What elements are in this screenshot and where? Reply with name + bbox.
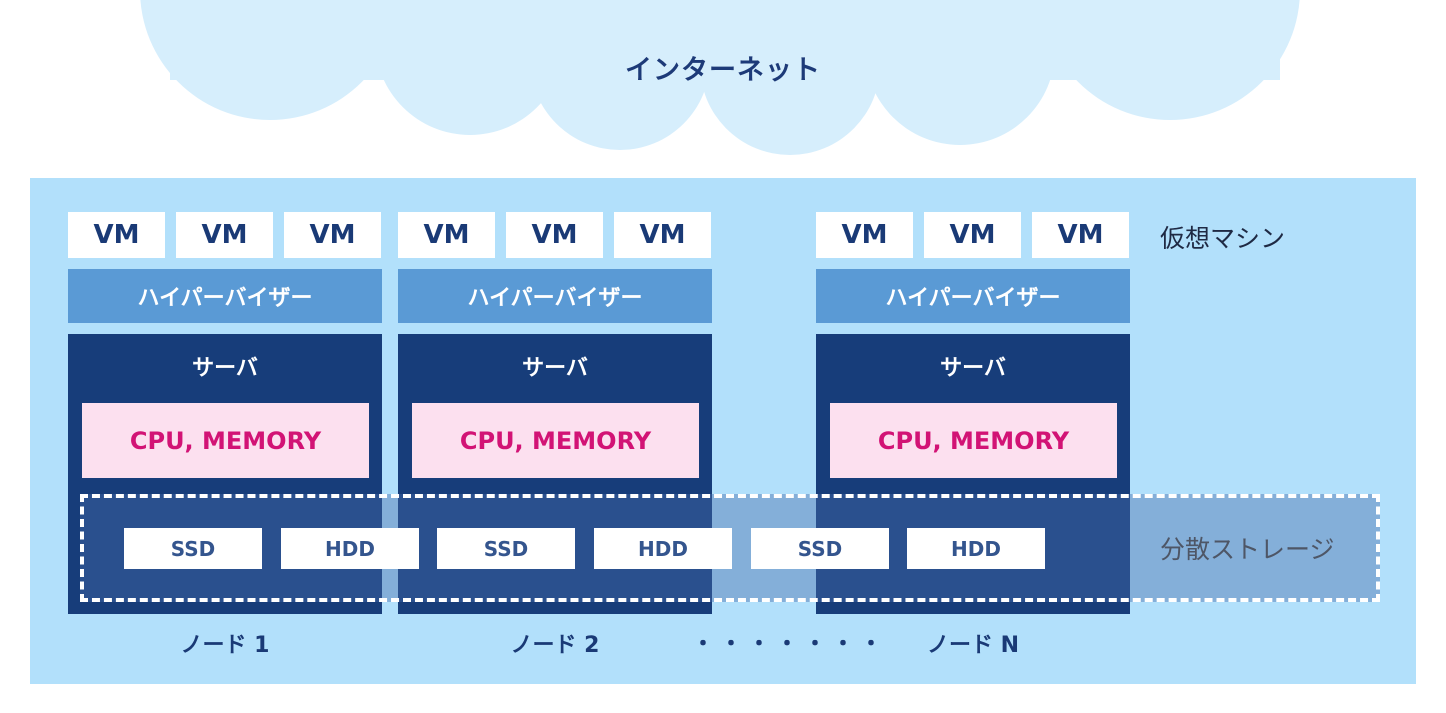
cpu-memory-box: CPU, MEMORY [412,403,699,478]
vm-box: VM [614,212,711,258]
distributed-storage-label: 分散ストレージ [1160,535,1335,564]
cpu-memory-box: CPU, MEMORY [830,403,1117,478]
hdd-disk: HDD [281,528,419,569]
vm-box: VM [816,212,913,258]
server-label: サーバ [192,356,258,381]
hdd-disk: HDD [907,528,1045,569]
vm-box: VM [1032,212,1129,258]
vm-box: VM [506,212,603,258]
node-label: ノード 1 [180,633,270,658]
internet-label: インターネット [625,55,821,86]
server-label: サーバ [522,356,588,381]
vm-box: VM [284,212,381,258]
ssd-disk: SSD [124,528,262,569]
ssd-disk: SSD [751,528,889,569]
vm-box: VM [68,212,165,258]
vm-box: VM [924,212,1021,258]
hypervisor-box: ハイパーバイザー [816,269,1130,323]
ellipsis-dots: ・・・・・・・ [692,632,889,657]
hdd-disk: HDD [594,528,732,569]
virtual-machine-label: 仮想マシン [1160,224,1286,253]
internet-cloud [140,0,1300,155]
cpu-memory-box: CPU, MEMORY [82,403,369,478]
vm-box: VM [398,212,495,258]
vm-box: VM [176,212,273,258]
ssd-disk: SSD [437,528,575,569]
node-label: ノード N [926,633,1020,658]
server-label: サーバ [940,356,1006,381]
node-label: ノード 2 [510,633,600,658]
hypervisor-box: ハイパーバイザー [398,269,712,323]
hypervisor-box: ハイパーバイザー [68,269,382,323]
